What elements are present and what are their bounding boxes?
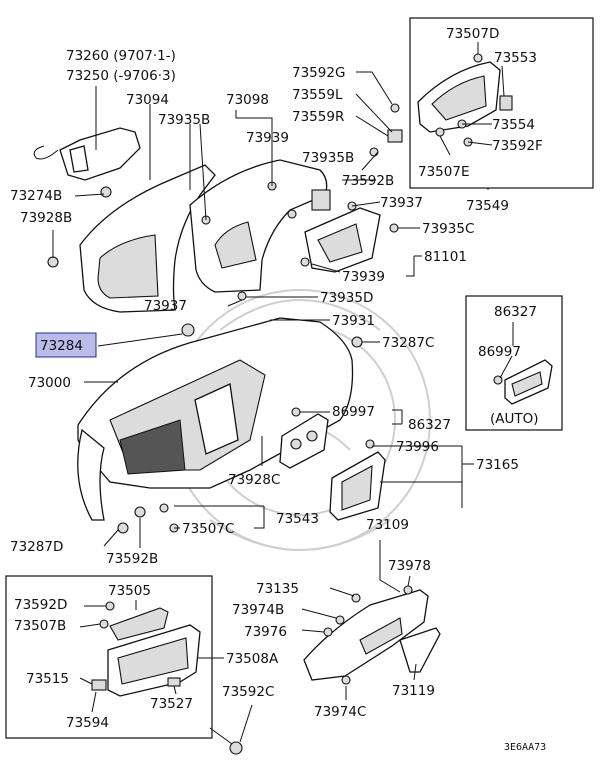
label-73592b-upper[interactable]: 73592B bbox=[342, 173, 394, 189]
label-73554[interactable]: 73554 bbox=[492, 117, 535, 133]
label-73935b-upper[interactable]: 73935B bbox=[158, 112, 210, 128]
bolt-73287c[interactable] bbox=[351, 336, 363, 348]
label-73507d[interactable]: 73507D bbox=[446, 26, 499, 42]
label-73974b[interactable]: 73974B bbox=[232, 602, 284, 618]
label-73119[interactable]: 73119 bbox=[392, 683, 435, 699]
lower-cover-73109[interactable] bbox=[303, 589, 429, 681]
label-73515[interactable]: 73515 bbox=[26, 671, 69, 687]
damper-73527[interactable] bbox=[167, 677, 181, 687]
label-73553[interactable]: 73553 bbox=[494, 50, 537, 66]
bolt-73928b[interactable] bbox=[47, 256, 59, 268]
clip-73543[interactable] bbox=[159, 503, 169, 513]
label-73543[interactable]: 73543 bbox=[276, 511, 319, 527]
bolt-73592b-lower[interactable] bbox=[134, 506, 146, 518]
label-73937-upper[interactable]: 73937 bbox=[380, 195, 423, 211]
center-bezel-73165[interactable] bbox=[329, 451, 386, 521]
clip-73284[interactable] bbox=[181, 323, 195, 337]
label-73165[interactable]: 73165 bbox=[476, 457, 519, 473]
group-box-auto bbox=[465, 295, 563, 431]
label-81101[interactable]: 81101 bbox=[424, 249, 467, 265]
group-box-73549 bbox=[409, 17, 594, 189]
label-73592g[interactable]: 73592G bbox=[292, 65, 345, 81]
lower-cover-73119[interactable] bbox=[399, 627, 441, 673]
label-73974c[interactable]: 73974C bbox=[314, 704, 366, 720]
label-73287d[interactable]: 73287D bbox=[10, 539, 63, 555]
label-73507e[interactable]: 73507E bbox=[418, 164, 469, 180]
label-73549[interactable]: 73549 bbox=[466, 198, 509, 214]
label-86997-auto[interactable]: 86997 bbox=[478, 344, 521, 360]
label-73935b-mid[interactable]: 73935B bbox=[302, 150, 354, 166]
figure-code: 3E6AA73 bbox=[504, 742, 546, 753]
glove-box-lid-73505[interactable] bbox=[109, 607, 169, 641]
label-73996[interactable]: 73996 bbox=[396, 439, 439, 455]
highlight-73284 bbox=[35, 332, 97, 358]
label-73000[interactable]: 73000 bbox=[28, 375, 71, 391]
label-auto[interactable]: (AUTO) bbox=[490, 411, 539, 427]
label-73507b[interactable]: 73507B bbox=[14, 618, 66, 634]
label-73559l[interactable]: 73559L bbox=[292, 87, 343, 103]
leader-lines bbox=[52, 42, 514, 745]
label-73527[interactable]: 73527 bbox=[150, 696, 193, 712]
label-86997[interactable]: 86997 bbox=[332, 404, 375, 420]
label-73109[interactable]: 73109 bbox=[366, 517, 409, 533]
bolt-73592c[interactable] bbox=[229, 741, 243, 755]
screw-73507d[interactable] bbox=[473, 53, 483, 63]
airbag-module[interactable] bbox=[33, 127, 141, 181]
label-73592f[interactable]: 73592F bbox=[492, 138, 543, 154]
cluster-lid-81101[interactable] bbox=[304, 207, 381, 273]
clip-73553[interactable] bbox=[499, 95, 513, 111]
label-86327[interactable]: 86327 bbox=[408, 417, 451, 433]
part-labels: 73260 (9707·1-) 73250 (-9706·3) 73094 73… bbox=[10, 26, 546, 753]
label-73931[interactable]: 73931 bbox=[332, 313, 375, 329]
label-73928c[interactable]: 73928C bbox=[228, 472, 280, 488]
bolt-73274b[interactable] bbox=[100, 186, 112, 198]
label-73505[interactable]: 73505 bbox=[108, 583, 151, 599]
label-73135[interactable]: 73135 bbox=[256, 581, 299, 597]
label-73928b[interactable]: 73928B bbox=[20, 210, 72, 226]
label-73939-upper[interactable]: 73939 bbox=[246, 130, 289, 146]
label-73287c[interactable]: 73287C bbox=[382, 335, 434, 351]
label-73592d[interactable]: 73592D bbox=[14, 597, 67, 613]
bolt-73287d[interactable] bbox=[117, 522, 129, 534]
label-73978[interactable]: 73978 bbox=[388, 558, 431, 574]
label-73935d[interactable]: 73935D bbox=[320, 290, 373, 306]
label-73935c[interactable]: 73935C bbox=[422, 221, 474, 237]
label-73094[interactable]: 73094 bbox=[126, 92, 169, 108]
label-73559r[interactable]: 73559R bbox=[292, 109, 344, 125]
heater-control-panel[interactable] bbox=[279, 413, 329, 469]
group-box-73508a bbox=[5, 575, 213, 739]
label-73508a[interactable]: 73508A bbox=[226, 651, 279, 667]
label-73260[interactable]: 73260 (9707·1-) bbox=[66, 48, 176, 64]
label-73976[interactable]: 73976 bbox=[244, 624, 287, 640]
label-73937-mid[interactable]: 73937 bbox=[144, 298, 187, 314]
label-73274b[interactable]: 73274B bbox=[10, 188, 62, 204]
label-73939-mid[interactable]: 73939 bbox=[342, 269, 385, 285]
label-73507c[interactable]: 73507C bbox=[182, 521, 234, 537]
auto-control-panel[interactable] bbox=[504, 359, 553, 405]
label-73284[interactable]: 73284 bbox=[40, 338, 83, 354]
label-73098[interactable]: 73098 bbox=[226, 92, 269, 108]
label-73592c[interactable]: 73592C bbox=[222, 684, 274, 700]
air-outlet-73549[interactable] bbox=[417, 61, 501, 133]
meter-hood-73098[interactable] bbox=[189, 159, 331, 293]
label-73250[interactable]: 73250 (-9706·3) bbox=[66, 68, 176, 84]
label-73592b-lower[interactable]: 73592B bbox=[106, 551, 158, 567]
label-86327-auto[interactable]: 86327 bbox=[494, 304, 537, 320]
screw-73507e[interactable] bbox=[435, 127, 445, 137]
label-73594[interactable]: 73594 bbox=[66, 715, 109, 731]
latch-73515[interactable] bbox=[91, 679, 107, 691]
upper-panel-73094[interactable] bbox=[79, 164, 216, 313]
